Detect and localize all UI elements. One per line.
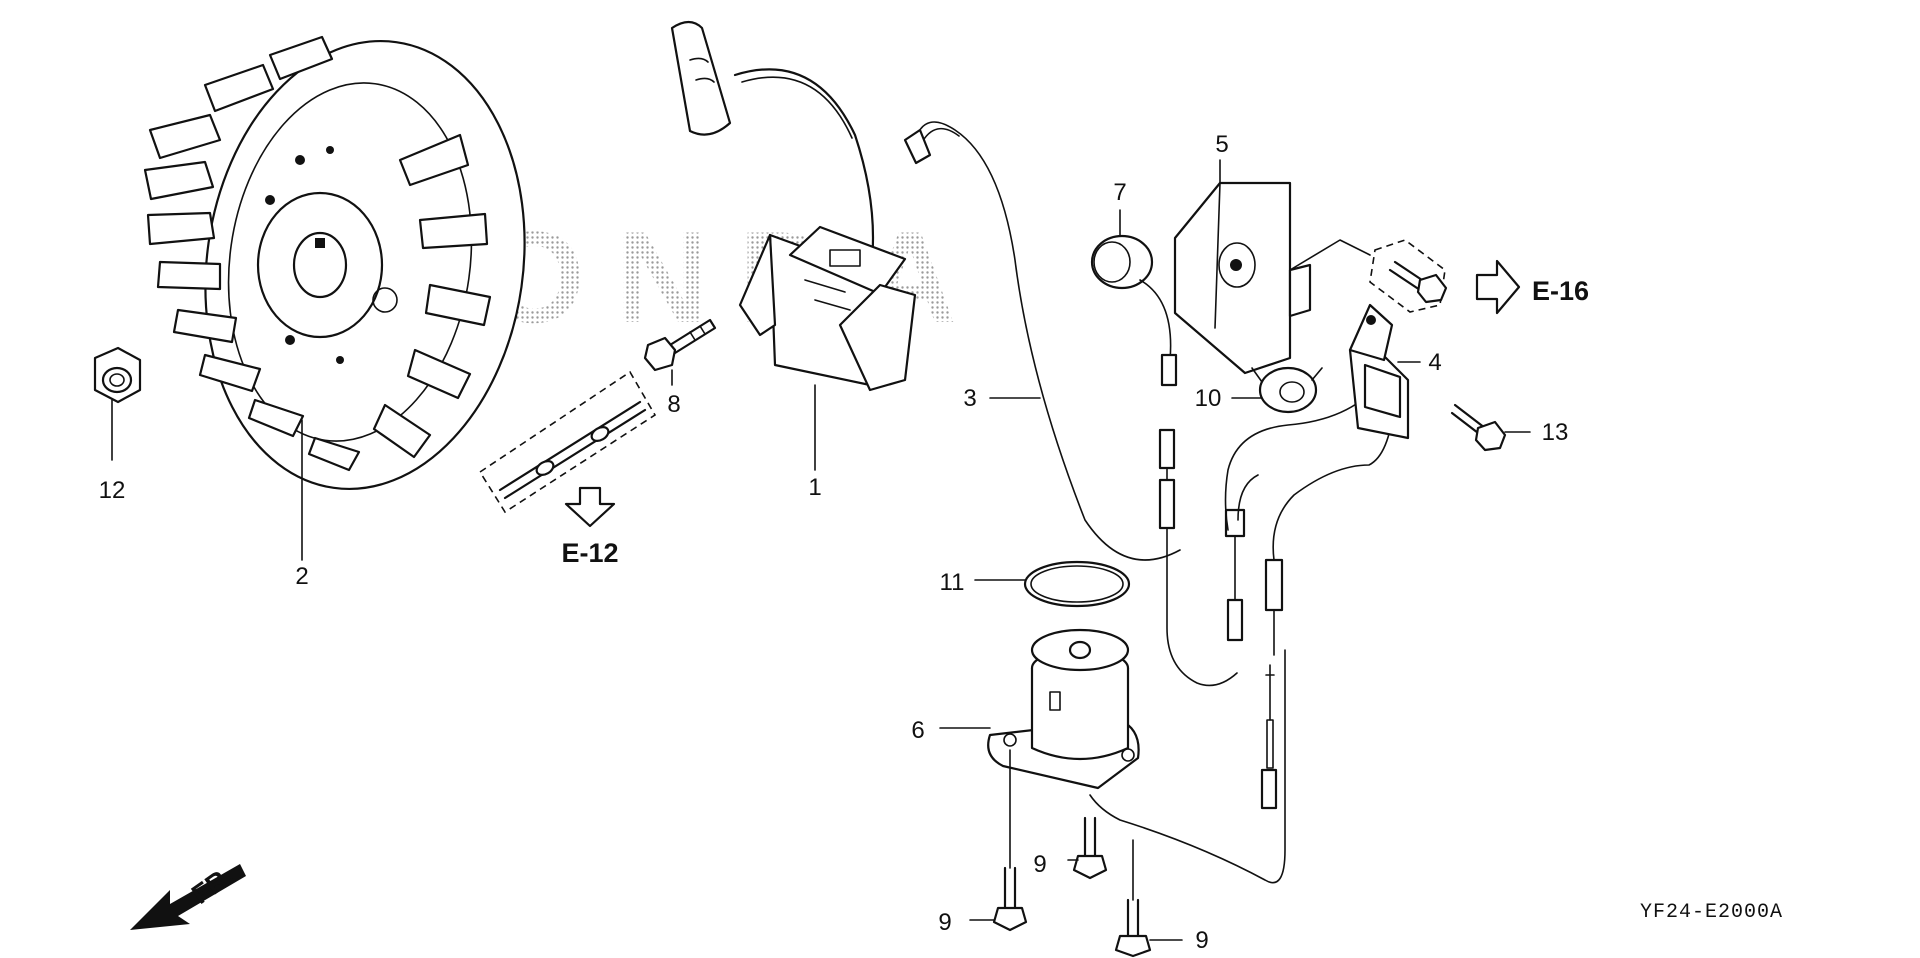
front-arrow-icon [130, 864, 246, 930]
callout-10: 10 [1195, 385, 1222, 412]
flywheel-icon [143, 35, 526, 490]
callout-6: 6 [911, 717, 924, 744]
flange-nut-icon [93, 346, 142, 404]
clip-icon [1251, 366, 1323, 414]
callout-4: 4 [1428, 349, 1441, 376]
condenser-icon [1348, 303, 1410, 440]
callout-7: 7 [1113, 179, 1126, 206]
callout-8: 8 [667, 391, 680, 418]
ref-e16: E-16 [1532, 276, 1589, 306]
drawing-code: YF24-E2000A [1640, 901, 1783, 924]
callout-11: 11 [940, 569, 965, 596]
callout-5: 5 [1215, 131, 1228, 158]
callout-12: 12 [99, 477, 126, 504]
solenoid-icon [987, 628, 1286, 884]
bolt-group-e16 [1369, 239, 1448, 313]
bolt-icon [643, 318, 717, 372]
callout-13: 13 [1542, 419, 1569, 446]
callout-1: 1 [808, 474, 821, 501]
stud-bolt-group [478, 370, 657, 514]
bolt-icon [992, 866, 1028, 932]
bolt-icon [1114, 898, 1152, 958]
switch-icon [1090, 234, 1178, 387]
callout-9-b: 9 [938, 909, 951, 936]
o-ring-icon [1023, 560, 1131, 608]
bolt-icon [1072, 816, 1108, 880]
bracket-icon [1173, 181, 1312, 375]
wire-harness-icon [903, 121, 1395, 687]
arrow-down-icon [564, 486, 616, 528]
ignition-coil-icon [670, 20, 917, 392]
callout-3: 3 [963, 385, 976, 412]
callout-2: 2 [295, 563, 308, 590]
bolt-icon [1450, 403, 1507, 452]
arrow-right-icon [1475, 259, 1521, 315]
callout-9-c: 9 [1195, 927, 1208, 954]
ref-e12: E-12 [561, 538, 618, 568]
callout-9-a: 9 [1033, 851, 1046, 878]
